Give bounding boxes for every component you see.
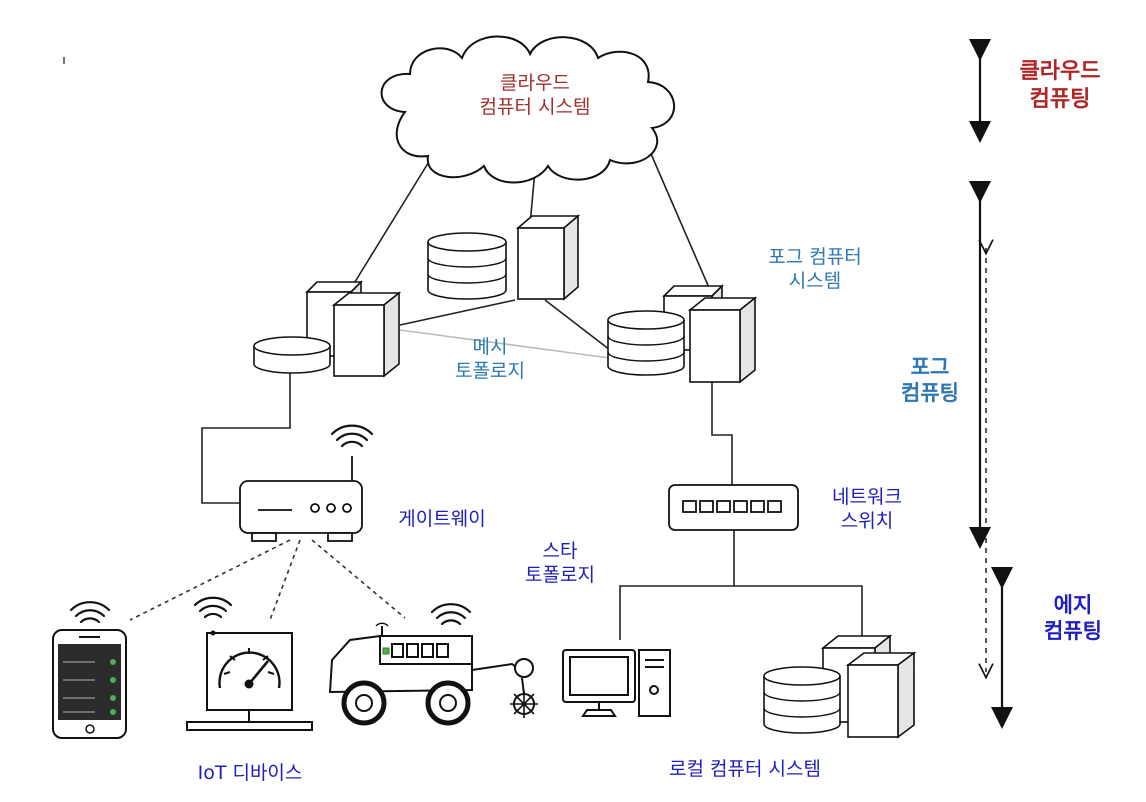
local-system-label: 로컬 컴퓨터 시스템 — [669, 758, 821, 780]
gateway-wifi-icon — [330, 424, 374, 448]
desktop-computer-icon — [562, 649, 671, 717]
mesh-line-3 — [544, 299, 611, 351]
cloud-to-center-fog-line — [529, 169, 536, 226]
gateway-label: 게이트웨이 — [398, 508, 486, 530]
robot-wifi-icon — [430, 603, 472, 626]
layer-arrows — [969, 39, 1013, 729]
star-topology-lines — [619, 585, 863, 655]
cloud-to-right-fog-line — [644, 139, 711, 291]
mesh-line-2 — [399, 329, 611, 359]
gauge-wifi-icon — [193, 596, 233, 619]
smartphone-icon — [52, 629, 127, 739]
wireless-links — [129, 539, 406, 621]
fog-right-servers-icon — [662, 284, 758, 384]
cloud-to-left-fog-line — [349, 159, 431, 291]
robot-antenna-icon — [375, 622, 389, 627]
robot-vehicle-icon — [328, 626, 538, 726]
local-database-icon — [763, 666, 841, 734]
fog-center-server-icon — [515, 214, 581, 301]
cloud-icon — [380, 35, 676, 184]
iot-devices-label: IoT 디바이스 — [197, 762, 303, 784]
mesh-line-1 — [399, 299, 516, 326]
fog-center-database-icon — [427, 232, 507, 300]
smartphone-wifi-icon — [69, 601, 111, 624]
fog-to-gateway-line — [201, 372, 291, 504]
network-switch-icon — [668, 484, 799, 531]
fog-left-database-icon — [253, 336, 331, 374]
fog-right-database-icon — [607, 310, 685, 376]
gateway-icon — [239, 456, 363, 542]
gauge-monitor-icon — [186, 632, 313, 731]
fog-to-switch-line — [711, 382, 733, 485]
connection-lines — [201, 139, 863, 655]
